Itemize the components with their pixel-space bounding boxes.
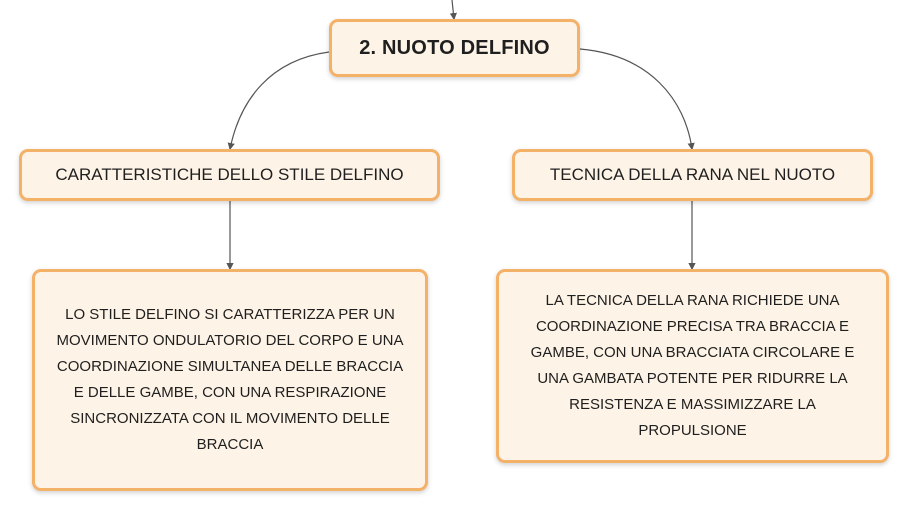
detail-text-caratteristiche: LO STILE DELFINO SI CARATTERIZZA PER UN … <box>56 306 404 453</box>
detail-text-tecnica-rana: LA TECNICA DELLA RANA RICHIEDE UNA COORD… <box>530 292 855 439</box>
connector-root-to-right-branch <box>579 48 695 151</box>
connector-from-above <box>449 0 457 21</box>
detail-node-tecnica-rana[interactable]: LA TECNICA DELLA RANA RICHIEDE UNA COORD… <box>496 269 889 463</box>
branch-label-caratteristiche: CARATTERISTICHE DELLO STILE DELFINO <box>55 165 404 184</box>
branch-node-tecnica-rana[interactable]: TECNICA DELLA RANA NEL NUOTO <box>512 149 873 201</box>
branch-node-caratteristiche[interactable]: CARATTERISTICHE DELLO STILE DELFINO <box>19 149 440 201</box>
branch-label-tecnica-rana: TECNICA DELLA RANA NEL NUOTO <box>549 165 836 184</box>
detail-node-caratteristiche[interactable]: LO STILE DELFINO SI CARATTERIZZA PER UN … <box>32 269 428 491</box>
connector-root-to-left-branch <box>227 51 330 151</box>
root-topic-node[interactable]: 2. NUOTO DELFINO <box>329 19 580 77</box>
root-topic-label: 2. NUOTO DELFINO <box>359 36 550 59</box>
